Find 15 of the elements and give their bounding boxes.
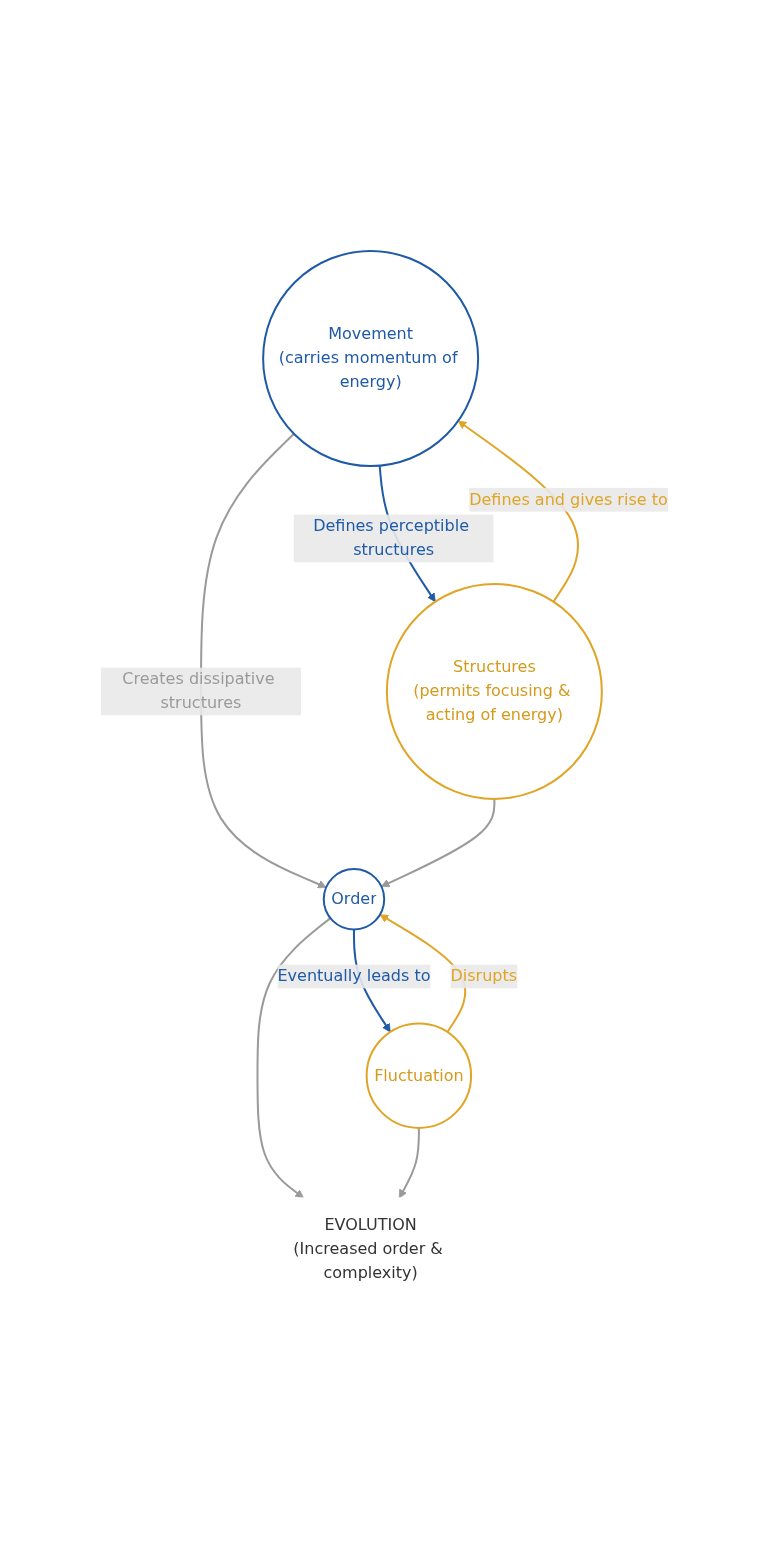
node-circle: Order [322, 868, 386, 931]
arrow [399, 1126, 420, 1199]
node-circle: Structures (permits focusing & acting of energy) [386, 583, 603, 801]
edge-label: Defines perceptible structures [313, 516, 470, 560]
node-text: EVOLUTION (Increased order & complexity) [293, 1214, 443, 1282]
arrow [200, 432, 327, 889]
arrow [256, 917, 332, 1199]
node-circle: Fluctuation [365, 1022, 473, 1129]
arrow [457, 420, 580, 603]
edge-label: Eventually leads to [277, 966, 431, 986]
edge-label: Defines and gives rise to [469, 489, 668, 509]
edge-label: Disrupts [450, 966, 518, 986]
node-circle: Movement (carries momentum of energy) [262, 250, 480, 468]
arrow [381, 798, 496, 888]
edge-label: Creates dissipative structures [122, 669, 275, 713]
